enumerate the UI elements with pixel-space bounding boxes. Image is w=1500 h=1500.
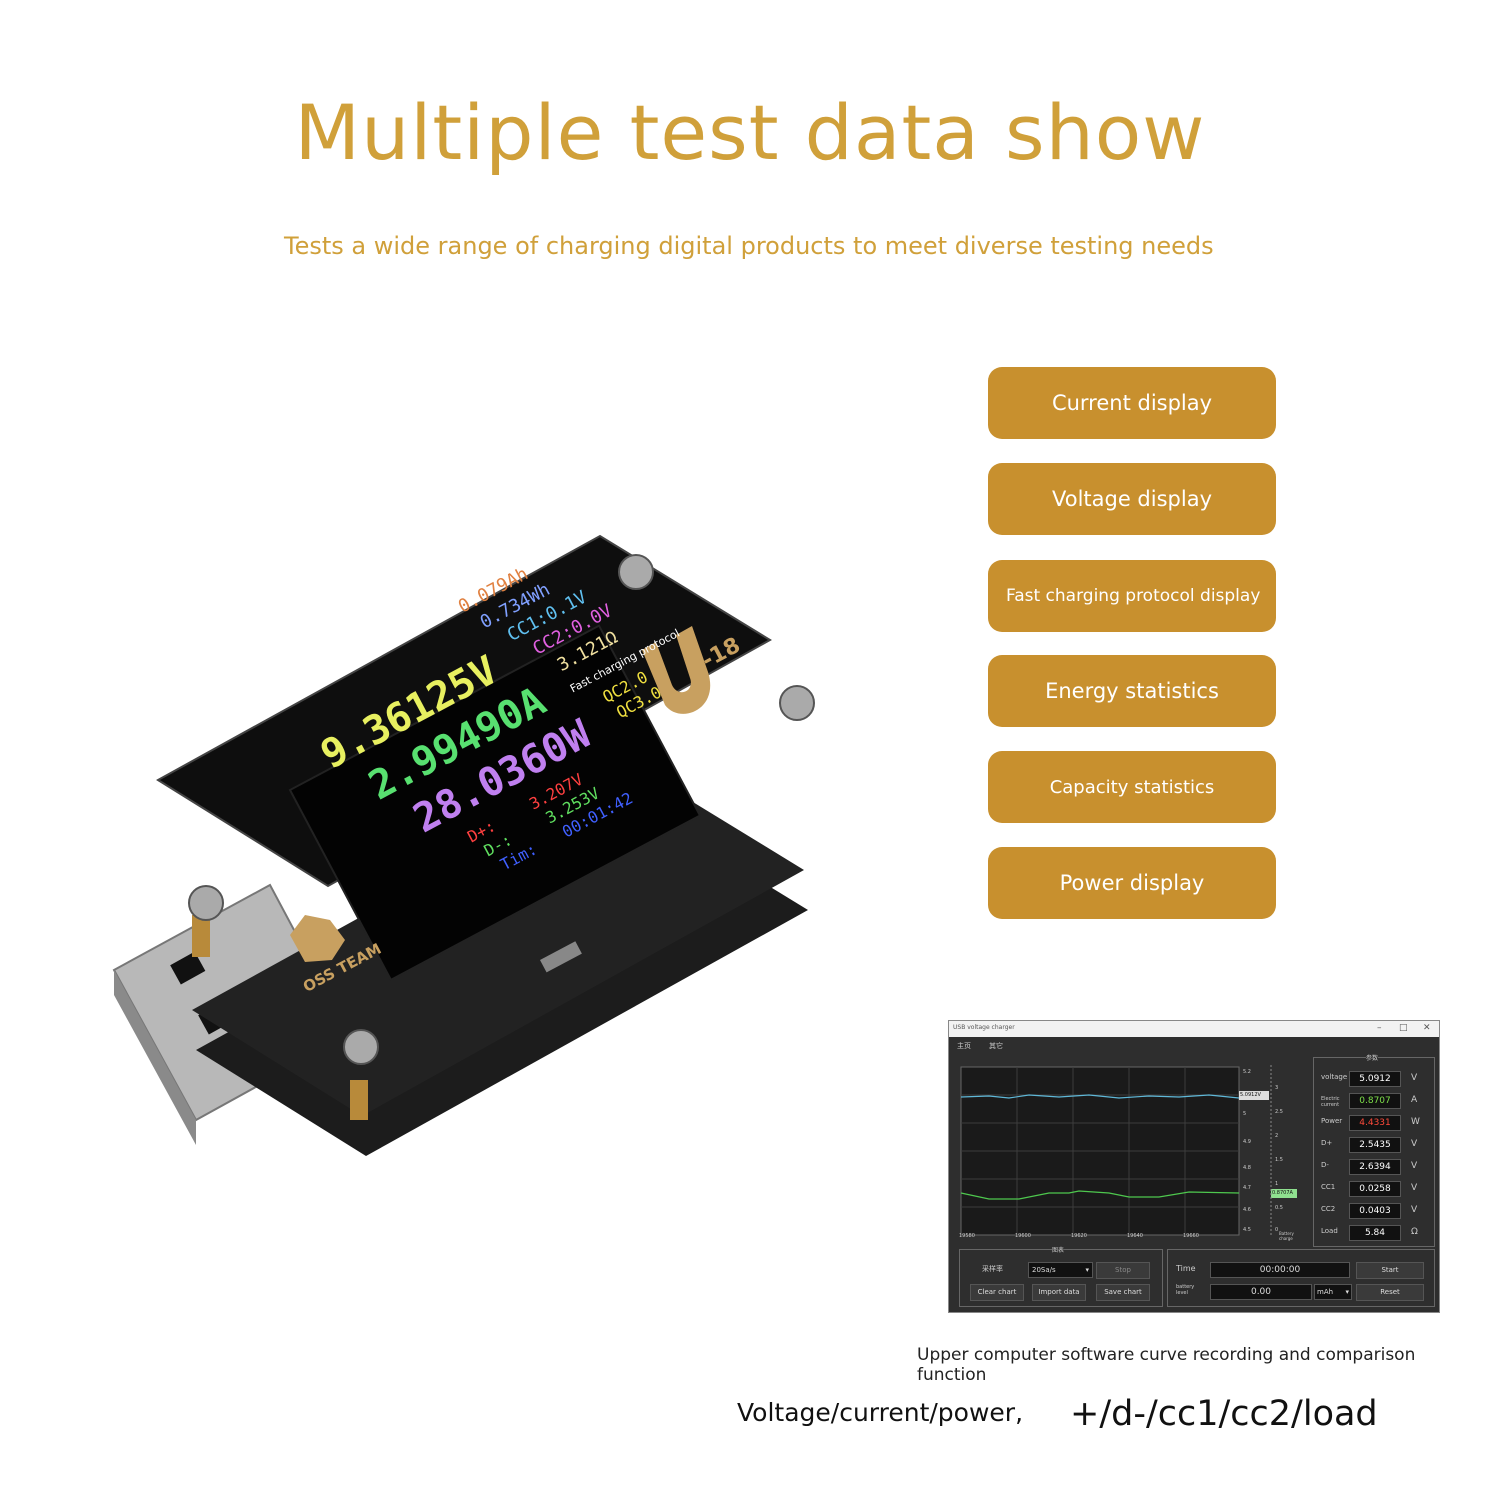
usb-tester-device [112,534,815,1156]
param-label: Power [1321,1117,1343,1125]
y-right-tick: 0 [1275,1227,1279,1233]
battery-level-label: battery level [1176,1284,1195,1296]
param-unit: V [1411,1183,1418,1193]
screw-icons [188,554,815,1065]
param-label: D+ [1321,1139,1333,1147]
chevron-down-icon: ▾ [1085,1266,1089,1274]
param-label: voltage [1321,1073,1348,1081]
battery-charge-axis-label: Battery charge [1279,1231,1294,1241]
oss-team-logo [290,915,345,962]
tab-home[interactable]: 主页 [957,1042,971,1050]
param-unit: V [1411,1161,1418,1171]
y-left-tick: 4.6 [1243,1207,1251,1213]
voltage-tag: 5.0912V [1240,1092,1261,1098]
feature-voltage-display: Voltage display [988,463,1276,535]
y-right-tick: 1.5 [1275,1157,1283,1163]
y-left-tick: 4.5 [1243,1227,1251,1233]
param-value: 5.84 [1349,1225,1401,1241]
param-value: 4.4331 [1349,1115,1401,1131]
x-tick: 19660 [1183,1233,1199,1239]
y-left-tick: 5.2 [1243,1069,1251,1075]
close-icon[interactable]: ✕ [1423,1023,1431,1033]
param-unit: V [1411,1205,1418,1215]
time-label: Time [1176,1264,1196,1273]
u18-logo [642,626,711,714]
import-data-button[interactable]: Import data [1032,1284,1086,1301]
param-label: CC2 [1321,1205,1336,1213]
x-tick: 19620 [1071,1233,1087,1239]
current-tag: 0.8707A [1272,1190,1293,1196]
y-right-tick: 2 [1275,1133,1279,1139]
clear-chart-button[interactable]: Clear chart [970,1284,1024,1301]
feature-fast-charging-protocol: Fast charging protocol display [988,560,1276,632]
caption-measurements-left: Voltage/current/power, [737,1398,1024,1427]
param-unit: W [1411,1117,1420,1127]
x-tick: 19640 [1127,1233,1143,1239]
param-label: Electric current [1321,1096,1340,1108]
recording-controls: Time 00:00:00 Start battery level 0.00 m… [1167,1249,1435,1307]
param-label: CC1 [1321,1183,1336,1191]
param-value: 0.8707 [1349,1093,1401,1109]
current-curve [960,1190,1240,1200]
y-left-tick: 4.7 [1243,1185,1251,1191]
y-left-tick: 5 [1243,1111,1247,1117]
param-unit: V [1411,1073,1418,1083]
sample-rate-label: 采样率 [982,1265,1003,1273]
chevron-down-icon: ▾ [1345,1288,1349,1296]
battery-unit-select[interactable]: mAh▾ [1314,1284,1352,1300]
caption-measurements-right: +/d-/cc1/cc2/load [1070,1394,1378,1434]
voltage-curve [960,1094,1240,1099]
y-right-tick: 2.5 [1275,1109,1283,1115]
battery-level-display: 0.00 [1210,1284,1312,1300]
sample-rate-select[interactable]: 20Sa/s▾ [1028,1262,1093,1278]
time-display: 00:00:00 [1210,1262,1350,1278]
tab-other[interactable]: 其它 [989,1042,1003,1050]
chart-section-title: 图表 [1052,1245,1065,1254]
y-right-tick: 1 [1275,1181,1279,1187]
maximize-icon[interactable]: □ [1399,1023,1408,1033]
y-left-tick: 4.8 [1243,1165,1251,1171]
software-caption: Upper computer software curve recording … [917,1345,1416,1385]
param-value: 0.0403 [1349,1203,1401,1219]
feature-power-display: Power display [988,847,1276,919]
software-window-title: USB voltage charger [953,1024,1015,1031]
feature-energy-statistics: Energy statistics [988,655,1276,727]
reset-button[interactable]: Reset [1356,1284,1424,1301]
minimize-icon[interactable]: – [1377,1023,1382,1033]
param-unit: A [1411,1095,1418,1105]
y-right-tick: 0.5 [1275,1205,1283,1211]
parameter-panel-title: 参数 [1366,1053,1379,1062]
start-button[interactable]: Start [1356,1262,1424,1279]
x-tick: 19600 [1015,1233,1031,1239]
page-title: Multiple test data show [294,88,1206,177]
param-value: 5.0912 [1349,1071,1401,1087]
param-value: 2.5435 [1349,1137,1401,1153]
software-titlebar: USB voltage charger – □ ✕ [949,1021,1439,1037]
feature-current-display: Current display [988,367,1276,439]
param-unit: V [1411,1139,1418,1149]
param-label: D- [1321,1161,1329,1169]
stop-button[interactable]: Stop [1096,1262,1150,1279]
y-right-tick: 3 [1275,1085,1279,1091]
software-chart [960,1065,1297,1236]
chart-controls: 图表 采样率 20Sa/s▾ Stop Clear chart Import d… [959,1245,1163,1307]
page-subtitle: Tests a wide range of charging digital p… [284,232,1214,260]
param-value: 2.6394 [1349,1159,1401,1175]
parameter-panel: 参数 [1313,1053,1435,1247]
device-screen [288,624,702,982]
param-unit: Ω [1411,1227,1418,1237]
save-chart-button[interactable]: Save chart [1096,1284,1150,1301]
param-label: Load [1321,1227,1338,1235]
y-left-tick: 4.9 [1243,1139,1251,1145]
feature-capacity-statistics: Capacity statistics [988,751,1276,823]
x-tick: 19580 [959,1233,975,1239]
param-value: 0.0258 [1349,1181,1401,1197]
software-window: USB voltage charger – □ ✕ 主页 其它 5.0912V … [948,1020,1440,1313]
